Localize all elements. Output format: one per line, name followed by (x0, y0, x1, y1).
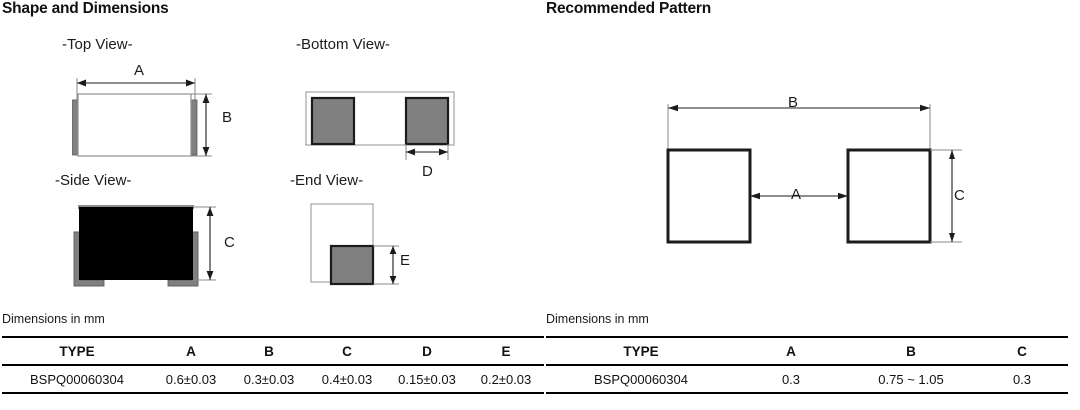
cell-d: 0.15±0.03 (398, 371, 456, 387)
left-dimensions-note: Dimensions in mm (2, 312, 105, 326)
cell-a: 0.6±0.03 (165, 371, 217, 387)
cell-c: 0.4±0.03 (321, 371, 373, 387)
bottom-view-drawing (305, 91, 455, 160)
pattern-dim-a-label: A (791, 186, 802, 203)
end-view-label: -End View- (290, 172, 364, 189)
pattern-dim-b-label: B (788, 94, 799, 111)
cell-a: 0.3 (781, 371, 801, 387)
side-view-dim-c-label: C (224, 234, 235, 251)
pattern-dim-c-label: C (954, 187, 965, 204)
cell-type: BSPQ00060304 (30, 371, 124, 387)
recommended-pattern-drawing (666, 104, 962, 244)
column-header-type: TYPE (59, 343, 95, 359)
cell-b: 0.75 ~ 1.05 (878, 371, 944, 387)
page-title-recommended-pattern: Recommended Pattern (546, 0, 712, 17)
shape-dimensions-table: TYPE A B C D E BSPQ00060304 0.6±0.03 0.3… (2, 336, 544, 394)
column-header-a: A (186, 343, 196, 359)
column-header-c: C (342, 343, 352, 359)
cell-e: 0.2±0.03 (480, 371, 532, 387)
end-view-dim-e-label: E (400, 252, 411, 269)
column-header-c: C (1017, 343, 1027, 359)
column-header-e: E (501, 343, 511, 359)
bottom-view-dim-d-label: D (422, 163, 433, 180)
recommended-pattern-panel: Recommended Pattern B A C Dimensions in … (540, 0, 1080, 410)
table-row: BSPQ00060304 0.3 0.75 ~ 1.05 0.3 (546, 365, 1068, 393)
recommended-pattern-table: TYPE A B C BSPQ00060304 0.3 0.75 ~ 1.05 … (546, 336, 1068, 394)
right-dimensions-note: Dimensions in mm (546, 312, 649, 326)
top-view-label: -Top View- (62, 36, 133, 53)
cell-b: 0.3±0.03 (243, 371, 295, 387)
column-header-a: A (786, 343, 796, 359)
cell-type: BSPQ00060304 (594, 371, 688, 387)
top-view-dim-a-label: A (134, 62, 145, 79)
side-view-drawing (73, 205, 216, 287)
table-header-row: TYPE A B C D E (2, 337, 544, 365)
shape-and-dimensions-panel: Shape and Dimensions -Top View- A B -Bot… (2, 0, 544, 393)
page-title-shape-dimensions: Shape and Dimensions (2, 0, 169, 17)
bottom-view-label: -Bottom View- (296, 36, 390, 53)
cell-c: 0.3 (1012, 371, 1032, 387)
column-header-type: TYPE (623, 343, 659, 359)
column-header-d: D (422, 343, 432, 359)
column-header-b: B (906, 343, 916, 359)
table-row: BSPQ00060304 0.6±0.03 0.3±0.03 0.4±0.03 … (2, 365, 544, 393)
end-view-drawing (310, 203, 399, 286)
column-header-b: B (264, 343, 274, 359)
top-view-drawing (72, 78, 212, 157)
top-view-dim-b-label: B (222, 109, 233, 126)
table-header-row: TYPE A B C (546, 337, 1068, 365)
side-view-label: -Side View- (55, 172, 132, 189)
